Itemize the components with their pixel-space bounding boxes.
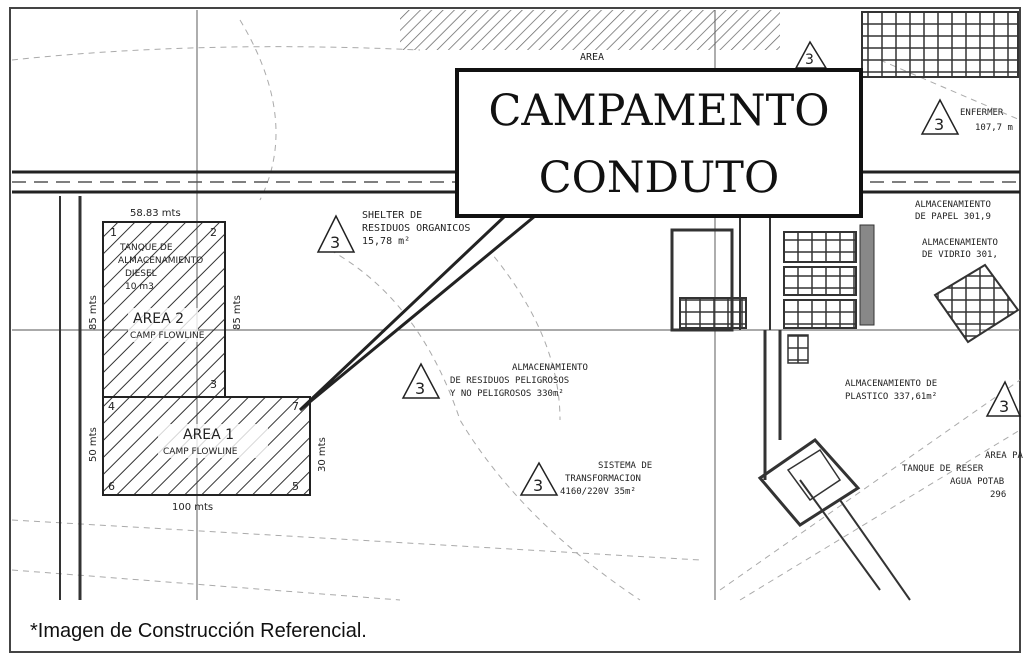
buildings-cluster [670,215,1020,601]
dim-top-width: 58.83 mts [130,208,181,219]
vertex-label: 3 [210,378,217,391]
area-2-title: AREA 2 [133,311,184,327]
vertex-label: 4 [108,400,115,413]
dim-bottom-width: 100 mts [172,502,213,513]
marker-transformacion: 3 [533,476,543,495]
papel-line-2: DE PAPEL 301,9 [915,212,991,222]
transformacion-line-3: 4160/220V 35m² [560,487,636,497]
area-2-desc-3: DIESEL [125,269,157,279]
enfermeria-line-1: ENFERMER [960,108,1004,118]
callout-box [455,68,863,218]
peligrosos-line-1: ALMACENAMIENTO [512,363,588,373]
triangle-markers [316,40,1022,496]
callout-title-line-2: CONDUTO [539,153,779,203]
plastico-line-2: PLASTICO 337,61m² [845,392,937,402]
peligrosos-line-3: Y NO PELIGROSOS 330m² [450,389,564,399]
caption-band [12,602,1018,650]
plastico-line-1: ALMACENAMIENTO DE [845,379,937,389]
reference-caption: *Imagen de Construcción Referencial. [30,620,367,642]
marker-area-top: 3 [805,52,814,68]
marker-enfermeria: 3 [934,115,944,134]
marker-peligrosos: 3 [415,379,425,398]
transformacion-line-2: TRANSFORMACION [565,474,641,484]
tanque-line-4: 296 [990,490,1006,500]
dim-left-height: 85 mts [88,295,99,330]
area-top-label: AREA [580,52,604,63]
vertex-label: 7 [292,400,299,413]
area-2-desc-2: ALMACENAMIENTO [118,256,203,266]
shelter-line-1: SHELTER DE [362,210,422,221]
marker-shelter: 3 [330,233,340,252]
shelter-line-2: RESIDUOS ORGANICOS [362,223,470,234]
shelter-line-3: 15,78 m² [362,236,410,247]
dim-right-height: 85 mts [232,295,243,330]
area-2-desc-1: TANQUE DE [119,243,173,253]
area-1-subtitle: CAMP FLOWLINE [163,447,238,457]
papel-line-1: ALMACENAMIENTO [915,200,991,210]
papel-line-3: ALMACENAMIENTO [922,238,998,248]
tanque-line-3: AGUA POTAB [950,477,1004,487]
vertex-label: 6 [108,480,115,493]
marker-plastico: 3 [999,397,1009,416]
callout-title-line-1: CAMPAMENTO [489,86,830,136]
top-right-buildings [861,11,1019,78]
area-2-subtitle: CAMP FLOWLINE [130,331,205,341]
peligrosos-line-2: DE RESIDUOS PELIGROSOS [450,376,569,386]
vertex-label: 5 [292,480,299,493]
tanque-line-2: TANQUE DE RESER [902,464,984,474]
transformacion-line-1: SISTEMA DE [598,461,652,471]
enfermeria-line-2: 107,7 m [975,123,1013,133]
dim-lower-left-height: 50 mts [88,427,99,462]
area-1-title: AREA 1 [183,427,234,443]
top-hatched-zone [400,10,780,50]
tanque-line-1: AREA PA [985,451,1024,461]
area-2-desc-4: 10 m3 [125,282,154,292]
vertex-label: 1 [110,226,117,239]
papel-line-4: DE VIDRIO 301, [922,250,998,260]
dim-lower-right-height: 30 mts [317,437,328,472]
vertex-label: 2 [210,226,217,239]
